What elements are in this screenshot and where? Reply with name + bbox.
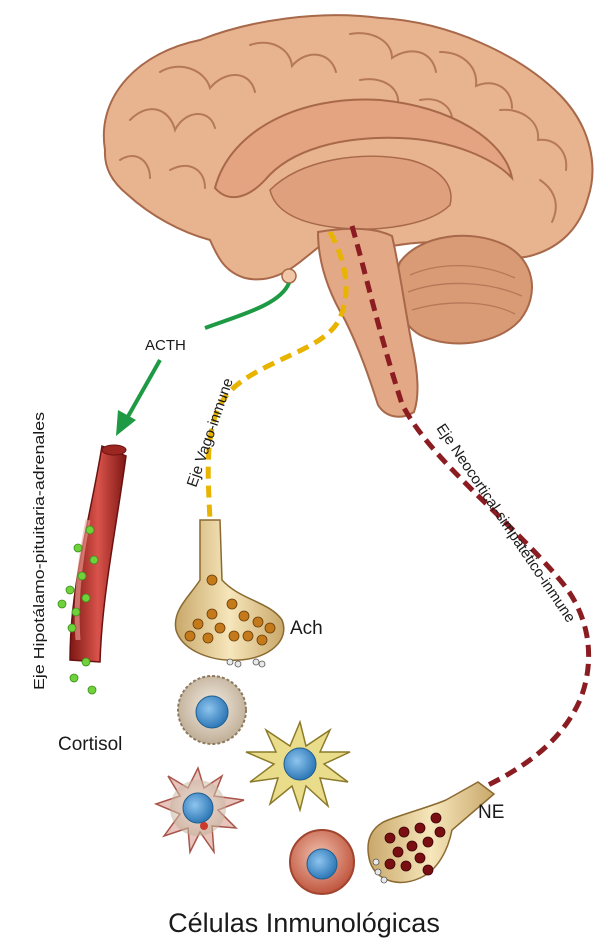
round-immune-cell-icon (290, 830, 354, 894)
ne-label: NE (478, 802, 504, 823)
acth-arrow-head (116, 410, 136, 436)
pituitary-gland (282, 269, 296, 283)
ach-label: Ach (290, 618, 323, 639)
caption: Células Inmunológicas (168, 908, 440, 938)
ach-nerve-terminal-icon (175, 520, 283, 667)
acth-label: ACTH (145, 337, 186, 354)
acth-pathway (116, 283, 289, 436)
brain-illustration (104, 15, 593, 416)
blood-vessel-icon (58, 445, 126, 694)
ach-receptors (227, 659, 265, 667)
brainstem (318, 229, 418, 417)
immune-cell-icon (178, 676, 246, 744)
cortisol-label: Cortisol (58, 734, 122, 755)
sympathetic-axis-label: Eje Neocortical-simpatético-inmune (433, 421, 579, 626)
spiky-immune-cell-icon (156, 768, 244, 852)
ne-nerve-terminal-icon (368, 782, 494, 883)
immune-cells (156, 676, 354, 894)
hpa-axis-label: Eje Hipotálamo-pituitaria-adrenales (31, 412, 48, 690)
dendritic-cell-icon (246, 722, 350, 810)
